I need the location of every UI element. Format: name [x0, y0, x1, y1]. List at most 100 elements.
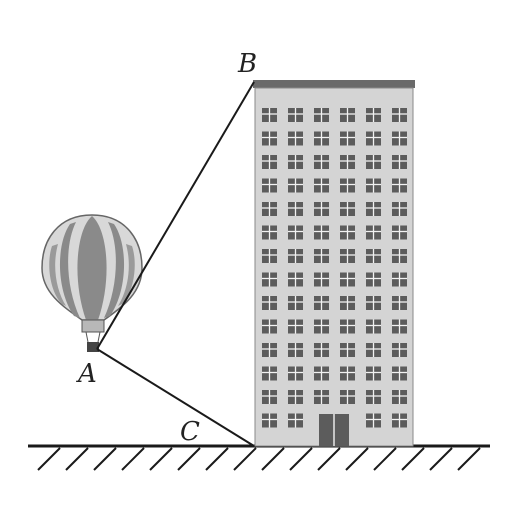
ground-hatch-mark — [457, 447, 481, 471]
building-window — [366, 249, 381, 263]
point-label-c: C — [180, 417, 200, 447]
building-window — [366, 131, 381, 146]
building-window — [340, 155, 355, 169]
balloon-stripe — [49, 244, 66, 306]
building-window — [314, 202, 329, 216]
ground-hatch-mark — [233, 447, 257, 471]
building-window — [366, 390, 381, 404]
building-window — [366, 413, 381, 428]
building-window — [262, 343, 277, 357]
building-facade — [254, 87, 414, 447]
building-window — [314, 319, 329, 334]
building-window — [340, 366, 355, 381]
ground-hatching — [37, 447, 481, 471]
building-window — [340, 296, 355, 310]
ground-hatch-mark — [261, 447, 285, 471]
building-window — [366, 178, 381, 193]
building-window — [366, 202, 381, 216]
building-window — [314, 108, 329, 122]
building-window — [262, 225, 277, 240]
balloon-stripe — [77, 216, 107, 320]
building-window — [314, 272, 329, 287]
building-window — [288, 249, 303, 263]
segment-ac — [96, 348, 255, 447]
building-window — [262, 249, 277, 263]
building-window — [288, 296, 303, 310]
building-window — [366, 272, 381, 287]
building-window — [392, 343, 407, 357]
building-window — [314, 366, 329, 381]
ground-hatch-mark — [177, 447, 201, 471]
ground-hatch-mark — [205, 447, 229, 471]
building-window — [262, 108, 277, 122]
building-window — [340, 343, 355, 357]
building-window — [288, 155, 303, 169]
building-window — [288, 108, 303, 122]
building-window — [288, 390, 303, 404]
building-window — [366, 343, 381, 357]
building-window — [262, 272, 277, 287]
ground-hatch-mark — [345, 447, 369, 471]
building-window — [314, 155, 329, 169]
building-window — [288, 272, 303, 287]
building-window — [366, 225, 381, 240]
ground-hatch-mark — [149, 447, 173, 471]
building-window — [314, 390, 329, 404]
ground-hatch-mark — [65, 447, 89, 471]
building-window — [366, 319, 381, 334]
balloon-rope — [97, 331, 101, 343]
building-window — [262, 155, 277, 169]
building-window — [392, 390, 407, 404]
building-window — [262, 131, 277, 146]
building-window — [392, 366, 407, 381]
building-window — [262, 178, 277, 193]
building-window — [392, 155, 407, 169]
building-window — [392, 178, 407, 193]
building-window — [288, 131, 303, 146]
building-window — [366, 155, 381, 169]
building-window — [288, 366, 303, 381]
building-window — [366, 366, 381, 381]
building-window — [288, 319, 303, 334]
building-window — [314, 343, 329, 357]
building-window — [314, 178, 329, 193]
building-window — [392, 319, 407, 334]
building-door — [319, 414, 349, 446]
building-roof — [253, 80, 415, 88]
building-window — [262, 390, 277, 404]
building-window — [366, 296, 381, 310]
segment-ab — [96, 81, 255, 350]
point-label-b: B — [237, 49, 257, 79]
ground-hatch-mark — [317, 447, 341, 471]
building-window — [340, 178, 355, 193]
building-window — [288, 413, 303, 428]
ground-hatch-mark — [429, 447, 453, 471]
building-window — [314, 296, 329, 310]
balloon-skirt — [81, 319, 105, 333]
building-window — [392, 296, 407, 310]
ground-hatch-mark — [121, 447, 145, 471]
building-window — [340, 319, 355, 334]
building-window — [314, 225, 329, 240]
building-window — [340, 108, 355, 122]
balloon-stripe — [104, 222, 125, 318]
building-windows — [262, 108, 407, 428]
building-window — [392, 413, 407, 428]
building-window — [340, 249, 355, 263]
ground-hatch-mark — [401, 447, 425, 471]
building-window — [262, 296, 277, 310]
ground-hatch-mark — [289, 447, 313, 471]
building-window — [314, 131, 329, 146]
building-window — [392, 249, 407, 263]
building-window — [340, 390, 355, 404]
ground-hatch-mark — [93, 447, 117, 471]
building-window — [392, 272, 407, 287]
building-window — [288, 178, 303, 193]
ground-hatch-mark — [37, 447, 61, 471]
building-window — [288, 225, 303, 240]
building-window — [262, 319, 277, 334]
building-window — [392, 202, 407, 216]
building-window — [340, 272, 355, 287]
